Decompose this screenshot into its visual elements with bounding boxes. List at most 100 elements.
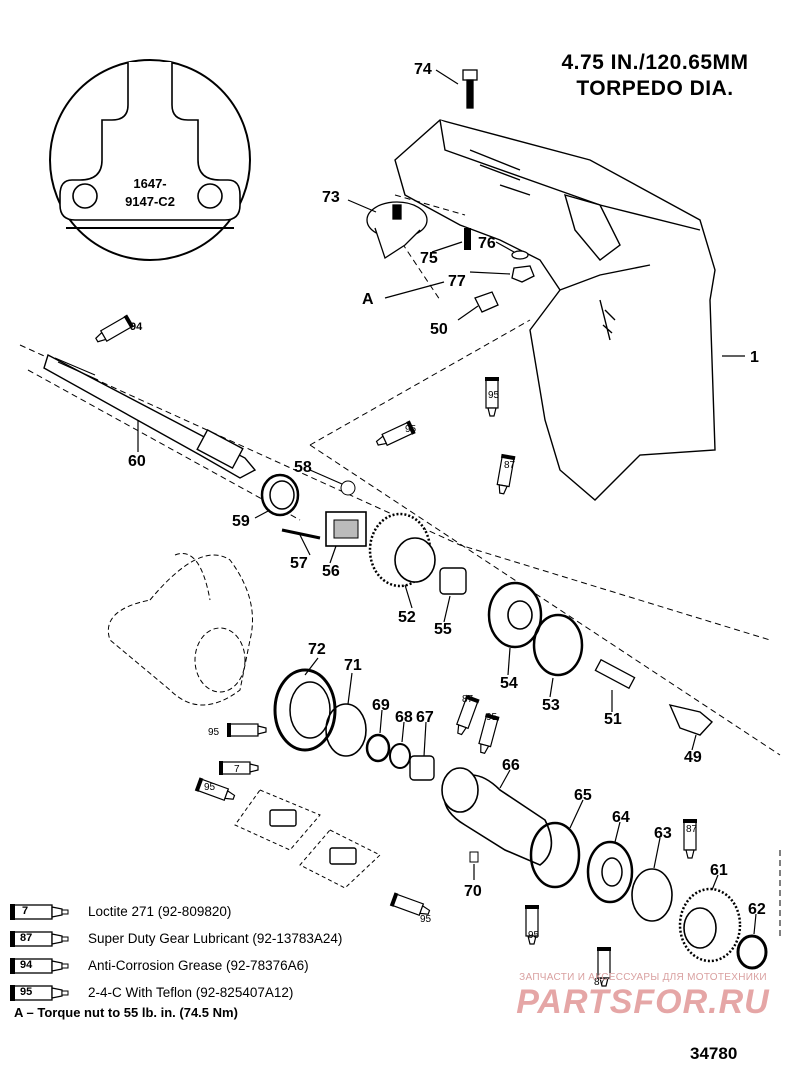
torpedo-diameter-title: 4.75 IN./120.65MM TORPEDO DIA.	[520, 50, 790, 102]
tube-95-detail	[194, 776, 237, 805]
tube-7-left-label: 7	[234, 764, 240, 775]
tube-95-detail-label: 95	[204, 782, 216, 793]
tube-icon: 87	[10, 929, 74, 949]
tube-95-detail-lower-label: 95	[420, 914, 432, 925]
bearing-carrier-72	[273, 668, 337, 752]
inset-label-line-1: 1647-	[133, 176, 166, 191]
clutch-56	[325, 511, 367, 547]
title-line-2: TORPEDO DIA.	[576, 77, 734, 100]
detail-boxes	[234, 789, 381, 889]
callout-59: 59	[232, 513, 250, 530]
inset-label-line-2: 9147-C2	[125, 194, 175, 209]
needle-bearing-67	[409, 755, 435, 781]
tube-87-mid-label: 87	[462, 694, 474, 705]
callout-75: 75	[420, 250, 438, 267]
callout-62: 62	[748, 901, 766, 918]
callout-50: 50	[430, 321, 448, 338]
tube-87-bottom-label: 87	[594, 977, 606, 988]
legend-num: 7	[22, 904, 29, 917]
callout-74: 74	[414, 61, 432, 78]
tube-95-mid-label: 95	[486, 712, 498, 723]
propeller-outline	[108, 553, 253, 706]
pin-57	[281, 528, 321, 540]
inset-detail: 1647- 9147-C2	[49, 59, 251, 261]
callout-60: 60	[128, 453, 146, 470]
callout-58: 58	[294, 459, 312, 476]
tube-95-shaft-label: 95	[405, 424, 417, 435]
seal-68	[389, 743, 411, 769]
bearing-54	[487, 581, 543, 649]
propeller-shaft-60	[43, 353, 257, 479]
callout-65: 65	[574, 787, 592, 804]
legend-row-2-4-c: 95 2-4-C With Teflon (92-825407A12)	[10, 979, 430, 1006]
callout-57: 57	[290, 555, 308, 572]
tube-95-left	[226, 722, 267, 738]
tube-icon: 94	[10, 956, 74, 976]
callout-64: 64	[612, 809, 630, 826]
callout-76: 76	[478, 235, 496, 252]
tube-95-lower-label: 95	[528, 930, 540, 941]
tube-94-upper	[92, 313, 135, 347]
lock-ring-71	[325, 703, 367, 757]
watermark-brand: PARTSFOR.RU	[516, 983, 770, 1021]
race-59	[260, 473, 300, 517]
legend-num: 87	[20, 931, 33, 944]
sealant-legend: 7 Loctite 271 (92-809820) 87 Super Duty …	[10, 898, 430, 1006]
anode-73	[366, 201, 428, 260]
nut-77	[511, 265, 535, 283]
callout-49: 49	[684, 749, 702, 766]
callout-61: 61	[710, 862, 728, 879]
callout-51: 51	[604, 711, 622, 728]
tube-94-upper-label: 94	[130, 321, 143, 333]
tube-87-right-label: 87	[686, 824, 698, 835]
callout-69: 69	[372, 697, 390, 714]
callout-55: 55	[434, 621, 452, 638]
tube-95-left-label: 95	[208, 727, 220, 738]
o-ring-53	[532, 613, 584, 677]
legend-num: 94	[20, 958, 33, 971]
callout-56: 56	[322, 563, 340, 580]
title-line-1: 4.75 IN./120.65MM	[561, 51, 749, 74]
callout-53: 53	[542, 697, 560, 714]
shift-cam-49	[668, 704, 714, 736]
legend-text: Super Duty Gear Lubricant (92-13783A24)	[88, 931, 343, 946]
ball-58	[340, 480, 356, 496]
leader-lines	[137, 69, 757, 935]
callout-67: 67	[416, 709, 434, 726]
forward-gear-52	[368, 512, 436, 588]
legend-text: Anti-Corrosion Grease (92-78376A6)	[88, 958, 309, 973]
bearing-carrier-66	[441, 767, 553, 866]
needle-bearing-55	[439, 567, 467, 595]
callout-A: A	[362, 291, 374, 308]
thrust-washer-63	[631, 868, 673, 922]
legend-row-loctite: 7 Loctite 271 (92-809820)	[10, 898, 430, 925]
callout-54: 54	[500, 675, 518, 692]
bearing-64	[586, 840, 634, 904]
callout-77: 77	[448, 273, 466, 290]
reverse-gear-61	[678, 887, 742, 963]
bracket-50	[474, 291, 499, 313]
callout-68: 68	[395, 709, 413, 726]
detail-parts	[269, 809, 357, 865]
tube-95-housing-label: 95	[488, 390, 500, 401]
callout-70: 70	[464, 883, 482, 900]
tube-icon: 7	[10, 902, 74, 922]
callout-66: 66	[502, 757, 520, 774]
watermark: ЗАПЧАСТИ И АКСЕССУАРЫ ДЛЯ МОТОТЕХНИКИ PA…	[488, 972, 798, 1021]
callout-71: 71	[344, 657, 362, 674]
callout-73: 73	[322, 189, 340, 206]
tube-87-upper-label: 87	[504, 460, 516, 471]
legend-text: Loctite 271 (92-809820)	[88, 904, 232, 919]
callout-numbers: 74 73 75 76 77 A 50 1 60 58 59 57 56 52 …	[128, 61, 766, 918]
callout-52: 52	[398, 609, 416, 626]
callout-1: 1	[750, 349, 759, 366]
screw-75	[464, 228, 471, 250]
cam-follower-51	[594, 658, 636, 690]
legend-num: 95	[20, 985, 33, 998]
pin-70	[469, 851, 479, 863]
assembly-guide-lines	[19, 194, 781, 940]
legend-text: 2-4-C With Teflon (92-825407A12)	[88, 985, 294, 1000]
watermark-tagline: ЗАПЧАСТИ И АКСЕССУАРЫ ДЛЯ МОТОТЕХНИКИ	[519, 972, 767, 983]
